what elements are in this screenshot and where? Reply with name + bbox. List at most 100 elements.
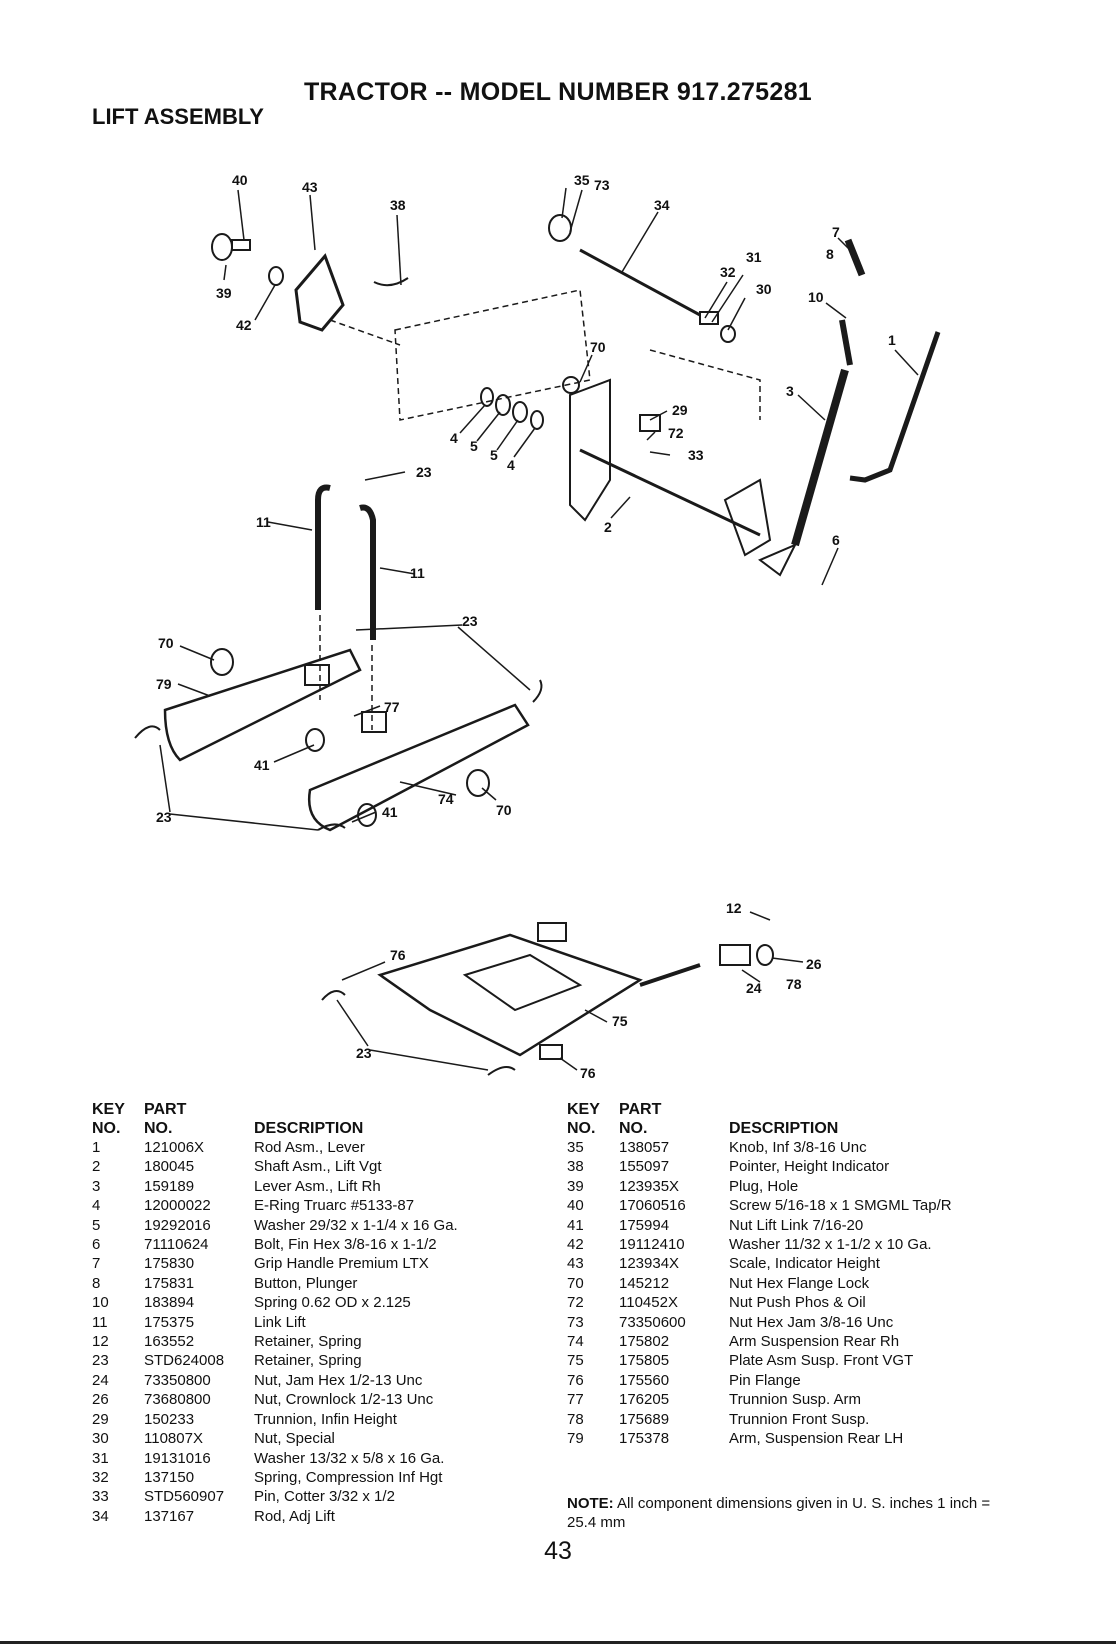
leader-lines: [159, 187, 919, 1071]
part-number-cell: 163552: [144, 1333, 195, 1351]
key-cell: 41: [567, 1216, 584, 1234]
callout-6: 6: [832, 532, 840, 548]
key-cell: 24: [92, 1371, 109, 1389]
part-number-cell: 123935X: [619, 1177, 680, 1195]
callout-33: 33: [688, 447, 704, 463]
callout-11-left: 11: [256, 514, 271, 530]
callout-40: 40: [232, 172, 248, 188]
key-cell: 6: [92, 1236, 101, 1254]
key-cell: 26: [92, 1391, 109, 1409]
key-cell: 5: [92, 1216, 101, 1234]
part-number-cell: 175378: [619, 1430, 670, 1448]
adjust-rod-group: [548, 214, 736, 343]
key-cell: 78: [567, 1410, 584, 1428]
callout-73: 73: [594, 177, 610, 193]
part-number-cell: 137167: [144, 1507, 195, 1525]
key-cell: 33: [92, 1488, 109, 1506]
description-cell: Shaft Asm., Lift Vgt: [254, 1158, 382, 1176]
part-number-cell: 175375: [144, 1313, 195, 1331]
callout-74: 74: [438, 791, 454, 807]
part-number-cell: 175994: [619, 1216, 670, 1234]
part-number-cell: 110807X: [144, 1430, 203, 1448]
description-cell: Lever Asm., Lift Rh: [254, 1177, 381, 1195]
callout-10: 10: [808, 289, 824, 305]
callout-42: 42: [236, 317, 252, 333]
washer-stack: [480, 387, 544, 430]
part-number-cell: 175830: [144, 1255, 195, 1273]
key-cell: 23: [92, 1352, 109, 1370]
description-cell: Pointer, Height Indicator: [729, 1158, 890, 1176]
description-cell: Plug, Hole: [729, 1177, 799, 1195]
description-cell: Nut, Crownlock 1/2-13 Unc: [254, 1391, 434, 1409]
part-number-cell: 150233: [144, 1410, 195, 1428]
callout-75: 75: [612, 1013, 628, 1029]
callout-23-bottom: 23: [356, 1045, 372, 1061]
description-cell: Rod, Adj Lift: [254, 1507, 335, 1525]
callout-70-left: 70: [158, 635, 174, 651]
description-cell: Nut Lift Link 7/16-20: [729, 1216, 864, 1234]
lift-link-group: [315, 484, 376, 730]
description-cell: Scale, Indicator Height: [729, 1255, 880, 1273]
key-cell: 39: [567, 1177, 584, 1195]
callout-23-top: 23: [416, 464, 432, 480]
description-cell: Nut, Jam Hex 1/2-13 Unc: [254, 1371, 423, 1389]
description-cell: Pin Flange: [729, 1371, 801, 1389]
key-cell: 2: [92, 1158, 101, 1176]
key-cell: 3: [92, 1177, 101, 1195]
callout-41-right: 41: [382, 804, 398, 820]
callout-11-right: 11: [410, 565, 425, 581]
callout-78: 78: [786, 976, 802, 992]
description-cell: Arm Suspension Rear Rh: [729, 1333, 900, 1351]
callout-1: 1: [888, 332, 896, 348]
part-number-cell: 175802: [619, 1333, 670, 1351]
part-number-cell: 110452X: [619, 1294, 678, 1312]
callout-2: 2: [604, 519, 612, 535]
key-cell: 35: [567, 1139, 584, 1156]
part-number-cell: 73680800: [144, 1391, 211, 1409]
callout-4-left: 4: [450, 430, 458, 446]
part-number-cell: 175560: [619, 1371, 670, 1389]
callout-77: 77: [384, 699, 400, 715]
callout-41-left: 41: [254, 757, 270, 773]
note-label: NOTE:: [567, 1495, 614, 1512]
key-cell: 75: [567, 1352, 584, 1370]
part-number-cell: 175805: [619, 1352, 670, 1370]
key-cell: 29: [92, 1410, 109, 1428]
description-cell: Bolt, Fin Hex 3/8-16 x 1-1/2: [254, 1236, 437, 1254]
part-number-cell: 180045: [144, 1158, 195, 1176]
callout-5-right: 5: [490, 447, 498, 463]
table-row: 26 73680800 Nut, Crownlock 1/2-13 Unc: [92, 1390, 458, 1409]
key-cell: 7: [92, 1255, 101, 1273]
part-number-cell: 19292016: [144, 1216, 211, 1234]
part-number-cell: 17060516: [619, 1197, 686, 1215]
description-cell: Washer 13/32 x 5/8 x 16 Ga.: [254, 1449, 445, 1467]
key-cell: 4: [92, 1197, 101, 1215]
callout-12: 12: [726, 900, 742, 916]
callout-3: 3: [786, 383, 794, 399]
frame-outline: [329, 289, 761, 421]
description-cell: Washer 29/32 x 1-1/4 x 16 Ga.: [254, 1216, 458, 1234]
key-cell: 11: [92, 1313, 108, 1331]
part-number-cell: 19131016: [144, 1449, 211, 1467]
